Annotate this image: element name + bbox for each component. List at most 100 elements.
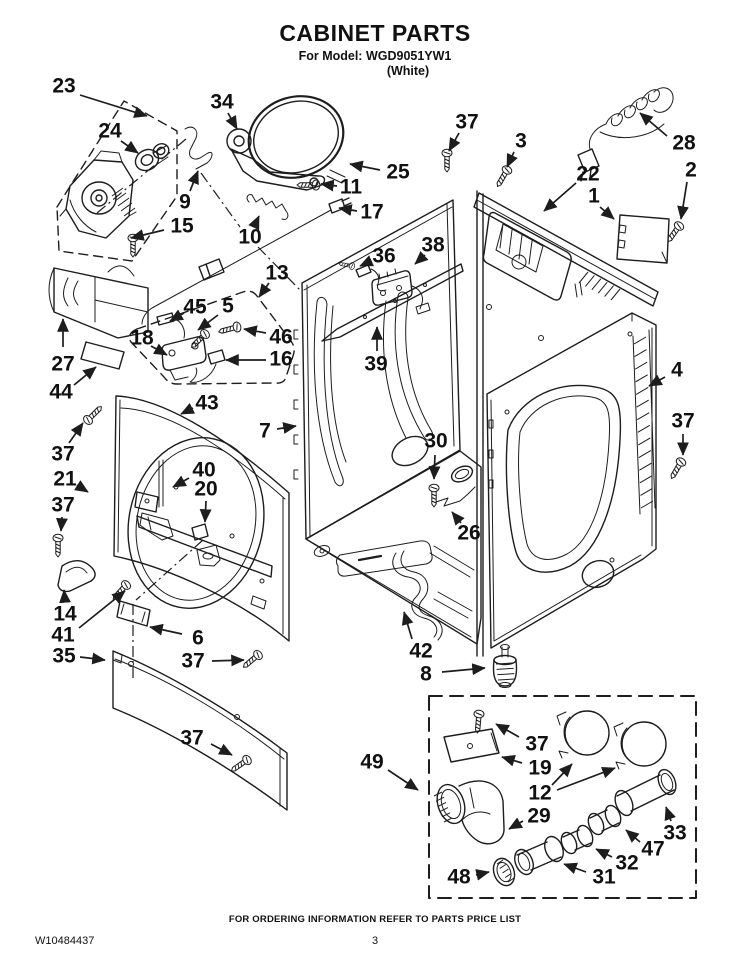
callout-arrow-11 bbox=[320, 179, 338, 192]
callout-label-37: 37 bbox=[51, 494, 74, 517]
hatch-line bbox=[634, 349, 647, 358]
hatch-line bbox=[634, 361, 648, 370]
hatch-line bbox=[597, 281, 608, 294]
leader-line bbox=[257, 246, 301, 291]
leader-line bbox=[135, 539, 204, 601]
callout-label-34: 34 bbox=[210, 91, 234, 114]
callout-label-22: 22 bbox=[576, 163, 599, 186]
document-number: W10484437 bbox=[35, 935, 95, 947]
callout-label-44: 44 bbox=[49, 381, 73, 404]
label-44-drawing bbox=[80, 341, 125, 370]
callout-label-43: 43 bbox=[195, 392, 218, 415]
callout-label-20: 20 bbox=[194, 478, 217, 501]
screw-icon bbox=[187, 327, 212, 352]
hatch-line bbox=[635, 387, 649, 395]
callout-arrow-18 bbox=[150, 343, 168, 356]
lower-panel-drawing bbox=[112, 650, 288, 811]
leader-line bbox=[96, 138, 187, 214]
callout-label-35: 35 bbox=[52, 645, 76, 668]
power-cord-drawing bbox=[577, 87, 674, 182]
callout-arrow-44 bbox=[73, 366, 97, 386]
screw-icon bbox=[52, 533, 64, 558]
callout-arrow-37 bbox=[68, 422, 84, 444]
callout-arrow-29 bbox=[508, 817, 524, 830]
screw-icon bbox=[81, 402, 106, 427]
callout-arrow-37 bbox=[448, 132, 461, 152]
hatch-line bbox=[640, 487, 653, 496]
callout-arrow-31 bbox=[563, 862, 587, 874]
hatch-line bbox=[120, 202, 133, 212]
callout-label-2: 2 bbox=[685, 159, 697, 182]
callout-arrow-26 bbox=[451, 511, 465, 526]
callout-label-37: 37 bbox=[180, 727, 203, 750]
hatch-line bbox=[499, 864, 507, 869]
callout-arrow-46 bbox=[243, 325, 267, 338]
callout-arrow-21 bbox=[74, 480, 89, 493]
callout-arrow-25 bbox=[349, 160, 381, 173]
callout-label-7: 7 bbox=[259, 420, 271, 443]
base-pan-drawing bbox=[305, 450, 482, 645]
callout-arrow-13 bbox=[258, 282, 272, 298]
hatch-line bbox=[117, 197, 130, 207]
hatch-line bbox=[585, 275, 595, 287]
callout-label-25: 25 bbox=[386, 161, 410, 184]
callout-arrow-37 bbox=[211, 654, 245, 667]
hatch-line bbox=[504, 873, 512, 878]
callout-arrow-24 bbox=[120, 140, 139, 154]
callout-label-8: 8 bbox=[420, 663, 432, 686]
page-header: CABINET PARTS For Model: WGD9051YW1 (Whi… bbox=[0, 20, 750, 78]
model-subtitle: For Model: WGD9051YW1 bbox=[298, 49, 452, 64]
callout-label-13: 13 bbox=[265, 262, 288, 285]
support-bracket-drawing bbox=[48, 265, 149, 339]
hatch-line bbox=[435, 796, 445, 802]
hatch-line bbox=[640, 500, 654, 509]
callout-label-14: 14 bbox=[53, 603, 77, 626]
callout-arrow-10 bbox=[248, 215, 260, 231]
callout-label-41: 41 bbox=[51, 624, 75, 647]
leader-line bbox=[200, 172, 241, 228]
callout-arrow-8 bbox=[441, 663, 486, 676]
callout-arrow-9 bbox=[187, 170, 199, 192]
callout-label-12: 12 bbox=[528, 782, 551, 805]
screw-icon bbox=[428, 483, 440, 508]
hatch-line bbox=[123, 207, 136, 217]
ordering-note: FOR ORDERING INFORMATION REFER TO PARTS … bbox=[228, 914, 522, 925]
page-title: CABINET PARTS bbox=[279, 20, 471, 46]
hatch-line bbox=[507, 877, 515, 883]
callout-label-16: 16 bbox=[269, 348, 292, 371]
callout-arrow-6 bbox=[149, 623, 183, 636]
callout-arrow-37 bbox=[55, 516, 68, 532]
callout-arrow-2 bbox=[677, 181, 689, 220]
callout-arrow-47 bbox=[625, 829, 641, 843]
hatch-line bbox=[496, 667, 514, 670]
callout-arrow-45 bbox=[169, 309, 185, 322]
callout-arrow-28 bbox=[639, 112, 668, 137]
callout-label-47: 47 bbox=[641, 838, 664, 861]
screw-icon bbox=[666, 455, 688, 482]
front-panel-drawing bbox=[57, 395, 290, 642]
callout-label-24: 24 bbox=[98, 120, 122, 143]
screw-icon bbox=[471, 709, 486, 735]
callout-label-11: 11 bbox=[340, 176, 363, 199]
callout-arrow-15 bbox=[130, 229, 165, 241]
screw-icon bbox=[108, 578, 133, 604]
callout-label-48: 48 bbox=[447, 866, 471, 889]
callout-arrow-19 bbox=[501, 754, 523, 767]
hatch-line bbox=[495, 662, 514, 665]
callout-label-31: 31 bbox=[592, 866, 616, 889]
hatch-line bbox=[638, 437, 651, 446]
callout-arrow-41 bbox=[78, 590, 126, 629]
callout-label-19: 19 bbox=[528, 757, 551, 780]
callout-label-29: 29 bbox=[527, 805, 550, 828]
callout-arrow-43 bbox=[180, 402, 196, 415]
leader-lines-layer bbox=[96, 138, 654, 883]
side-panel-drawing bbox=[486, 312, 657, 649]
fasteners-drawing bbox=[52, 148, 688, 776]
callout-label-42: 42 bbox=[409, 640, 432, 663]
callout-label-3: 3 bbox=[515, 130, 527, 153]
callout-arrow-3 bbox=[506, 151, 518, 168]
callout-label-27: 27 bbox=[51, 353, 74, 376]
callout-arrow-7 bbox=[276, 422, 297, 434]
